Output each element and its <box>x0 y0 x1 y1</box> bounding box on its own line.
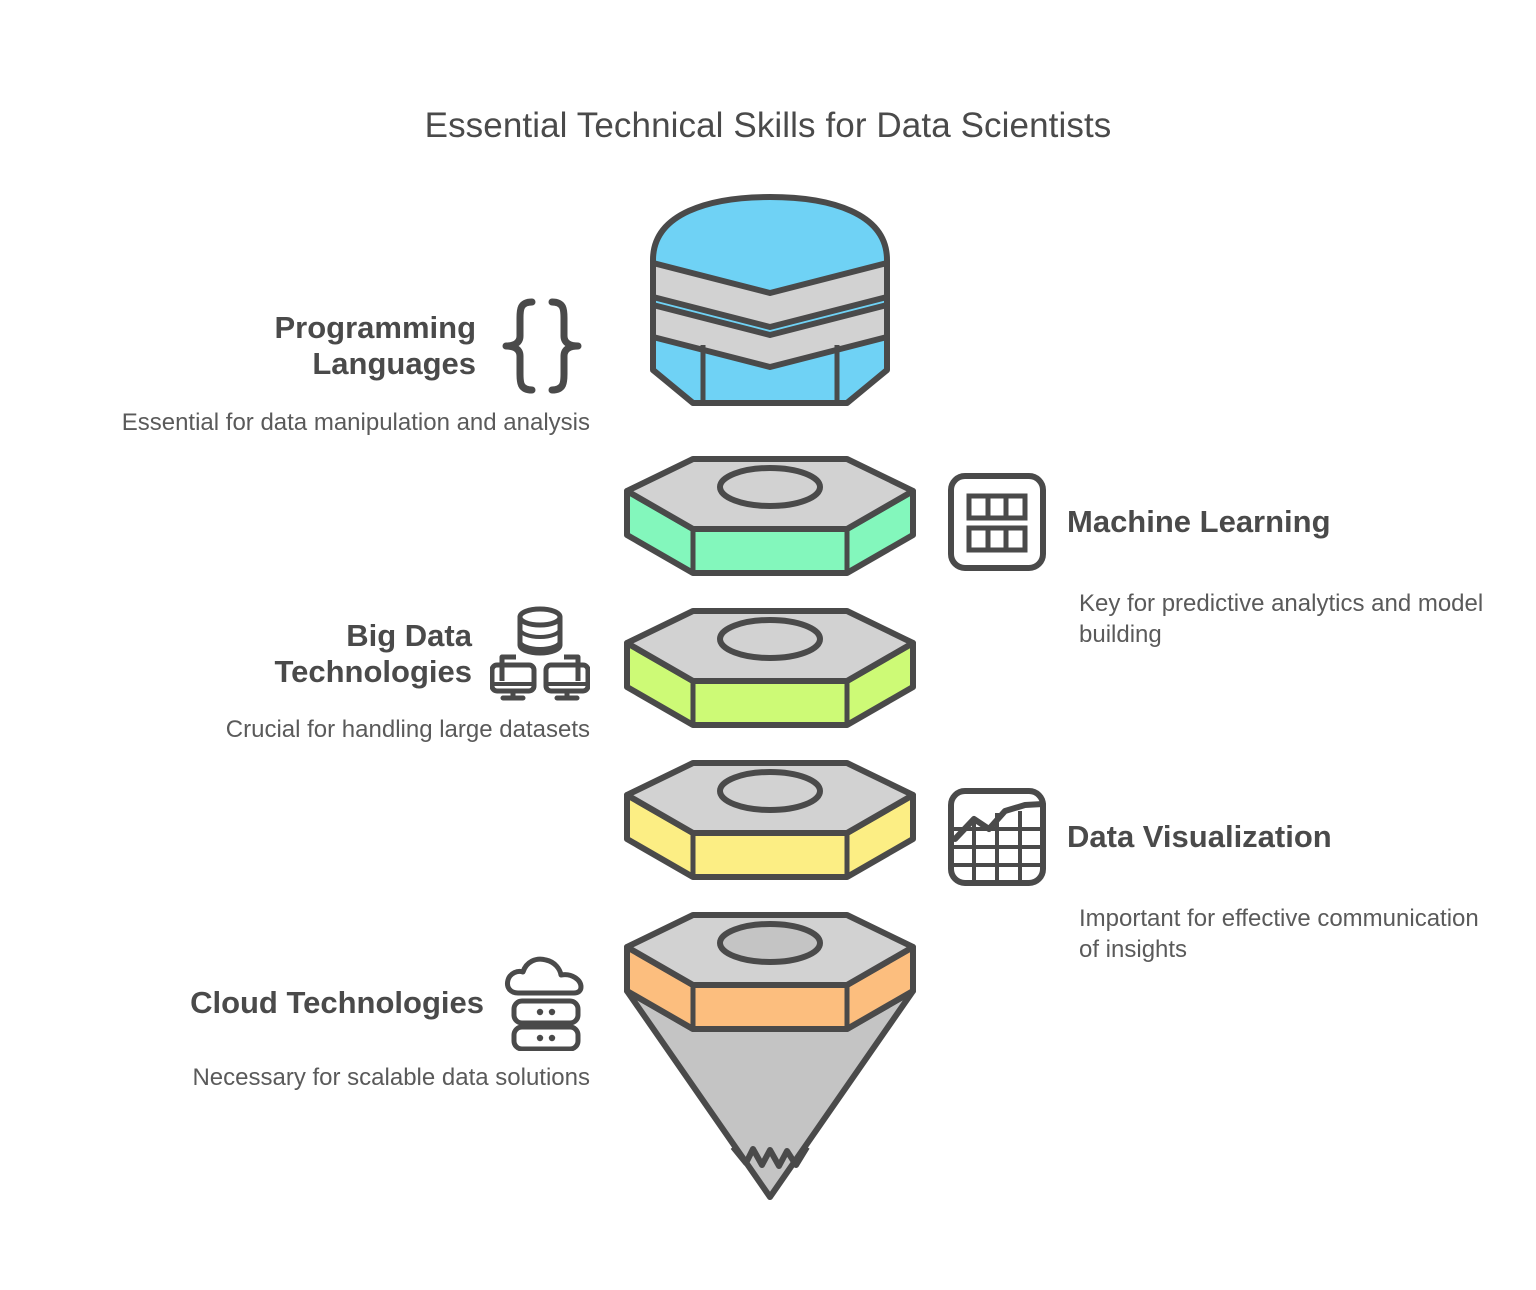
skill-heading-row: Big Data Technologies <box>60 605 591 703</box>
skill-title: Data Visualization <box>1067 818 1332 854</box>
stack-layer-big-data <box>624 608 916 728</box>
skill-block-programming-languages: Programming Languages Essential for data… <box>60 296 590 438</box>
skill-heading-row: Machine Learning <box>945 470 1505 574</box>
skill-description: Important for effective communication of… <box>1079 905 1479 964</box>
skill-title: Programming Languages <box>274 310 476 383</box>
skill-heading-row: Data Visualization <box>945 785 1505 889</box>
skill-title: Big Data Technologies <box>274 618 472 691</box>
skills-stack-graphic <box>615 185 925 1205</box>
skill-title-line1: Programming <box>274 309 476 345</box>
stack-layer-programming <box>650 194 890 406</box>
chart-grid-icon <box>945 785 1049 889</box>
skill-block-cloud-technologies: Cloud Technologies Necessary for scalabl… <box>30 955 590 1093</box>
skill-description: Necessary for scalable data solutions <box>192 1064 590 1091</box>
skill-title-line1: Big Data <box>346 617 472 653</box>
skill-heading-row: Cloud Technologies <box>30 955 590 1052</box>
table-grid-icon <box>945 470 1049 574</box>
curly-braces-icon <box>494 296 590 396</box>
cloud-server-icon <box>502 955 590 1052</box>
skill-block-data-visualization: Data Visualization Important for effecti… <box>945 785 1505 965</box>
skill-block-machine-learning: Machine Learning Key for predictive anal… <box>945 470 1505 650</box>
stack-layer-data-visualization <box>624 760 916 880</box>
skill-description: Key for predictive analytics and model b… <box>1079 590 1484 649</box>
skill-title: Cloud Technologies <box>190 984 484 1020</box>
skill-description: Essential for data manipulation and anal… <box>121 409 590 436</box>
page-title: Essential Technical Skills for Data Scie… <box>424 106 1112 145</box>
skill-title-line2: Technologies <box>274 654 472 689</box>
skill-description: Crucial for handling large datasets <box>225 716 590 743</box>
database-network-icon <box>489 605 591 703</box>
skill-heading-row: Programming Languages <box>60 296 590 396</box>
skill-title-line2: Languages <box>312 346 476 381</box>
skill-title: Machine Learning <box>1067 503 1331 539</box>
stack-layer-machine-learning <box>624 456 916 576</box>
stack-layer-cloud <box>624 912 916 1200</box>
skill-block-big-data-technologies: Big Data Technologies <box>60 605 591 745</box>
